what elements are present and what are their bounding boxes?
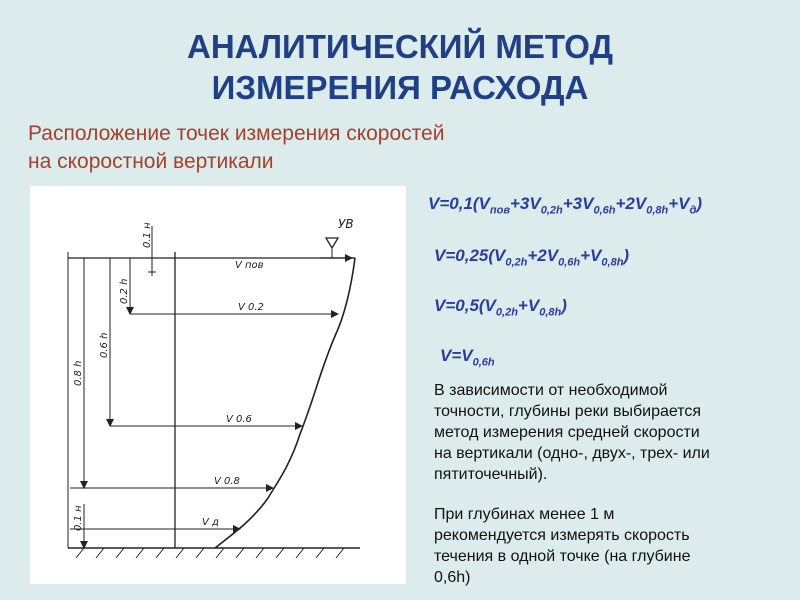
formula-five-point-sub-3: 0,6h bbox=[593, 204, 616, 217]
title-line-2: ИЗМЕРЕНИЯ РАСХОДА bbox=[211, 69, 589, 106]
note-2-line-3: течения в одной точке (на глубине bbox=[434, 548, 691, 565]
note-1-line-1: В зависимости от необходимой bbox=[434, 382, 668, 399]
velocity-label-bottom: V д bbox=[202, 517, 219, 528]
note-1-line-4: на вертикали (одно-, двух-, трех- или bbox=[434, 445, 710, 462]
title-line-1: АНАЛИТИЧЕСКИЙ МЕТОД bbox=[186, 28, 613, 65]
subtitle-line-2: на скоростной вертикали bbox=[28, 150, 274, 173]
note-2-line-1: При глубинах менее 1 м bbox=[434, 506, 615, 523]
formula-three-point-sub-3: 0,8h bbox=[601, 256, 624, 269]
formula-three-point-plus-2: +V bbox=[580, 246, 602, 265]
note-method-choice: В зависимости от необходимой точности, г… bbox=[434, 380, 784, 485]
formula-five-point-plus-4: +V bbox=[668, 194, 690, 213]
formula-two-point-plus-1: +V bbox=[517, 296, 540, 315]
formula-one-point-lhs: V=V bbox=[440, 346, 473, 365]
velocity-profile-curve bbox=[214, 257, 356, 549]
velocity-label-v02: V 0.2 bbox=[238, 302, 264, 313]
velocity-label-surface: V пов bbox=[235, 260, 264, 271]
slide-title: АНАЛИТИЧЕСКИЙ МЕТОД ИЗМЕРЕНИЯ РАСХОДА bbox=[0, 26, 800, 108]
formula-one-point: V=V0,6h bbox=[440, 346, 495, 368]
slide-subtitle: Расположение точек измерения скоростей н… bbox=[28, 120, 444, 176]
formula-three-point-end: ) bbox=[623, 246, 630, 265]
note-1-line-5: пятиточечный). bbox=[434, 466, 548, 483]
formula-two-point-end: ) bbox=[561, 296, 567, 315]
formula-three-point-sub-2: 0,6h bbox=[558, 256, 581, 269]
formula-five-point-sub-1: пов bbox=[489, 204, 510, 217]
note-1-line-3: метод измерения средней скорости bbox=[434, 424, 700, 441]
river-bed-hatching bbox=[75, 547, 345, 559]
depth-label-0.1h-top: 0.1 н bbox=[142, 222, 153, 248]
formula-five-point-lhs: V=0,1(V bbox=[428, 194, 490, 213]
formula-three-point-plus-1: +2V bbox=[527, 246, 559, 265]
formula-five-point-plus-1: +3V bbox=[510, 194, 541, 213]
formula-five-point-sub-5: д bbox=[689, 204, 697, 217]
note-2-line-4: 0,6h) bbox=[434, 569, 471, 586]
formula-two-point-lhs: V=0,5(V bbox=[434, 296, 496, 315]
formula-five-point-end: ) bbox=[696, 194, 703, 213]
velocity-vertical-diagram: УВ 0.1 н 0.2 h 0.6 h 0.8 h 0.1 н bbox=[30, 186, 406, 584]
subtitle-line-1: Расположение точек измерения скоростей bbox=[28, 122, 445, 145]
note-2-line-2: рекомендуется измерять скорость bbox=[434, 527, 690, 544]
formula-two-point-sub-1: 0,2h bbox=[495, 306, 518, 319]
water-level-marker bbox=[324, 237, 340, 250]
formula-three-point-lhs: V=0,25(V bbox=[434, 246, 506, 265]
velocity-label-v08: V 0.8 bbox=[214, 476, 240, 487]
formula-two-point: V=0,5(V0,2h+V0,8h) bbox=[434, 296, 567, 318]
dim-0.1h-top-ticks bbox=[148, 257, 156, 273]
formula-five-point-plus-2: +3V bbox=[562, 194, 594, 213]
note-1-line-2: точности, глубины реки выбирается bbox=[434, 403, 702, 420]
depth-label-0.6h: 0.6 h bbox=[99, 333, 110, 358]
depth-label-0.8h: 0.8 h bbox=[73, 361, 84, 386]
formula-five-point-sub-4: 0,8h bbox=[646, 204, 669, 217]
depth-label-0.1h-bottom: 0.1 н bbox=[73, 505, 84, 531]
formula-five-point-sub-2: 0,2h bbox=[540, 204, 563, 217]
note-shallow-depth: При глубинах менее 1 м рекомендуется изм… bbox=[434, 504, 784, 588]
water-level-label: УВ bbox=[338, 217, 354, 231]
formula-one-point-sub-1: 0,6h bbox=[472, 356, 495, 369]
formula-three-point-sub-1: 0,2h bbox=[505, 256, 528, 269]
formula-two-point-sub-2: 0,8h bbox=[539, 306, 562, 319]
velocity-label-v06: V 0.6 bbox=[226, 414, 252, 425]
depth-label-0.2h: 0.2 h bbox=[119, 279, 130, 304]
diagram-svg: УВ 0.1 н 0.2 h 0.6 h 0.8 h 0.1 н bbox=[67, 217, 360, 559]
formula-five-point-plus-3: +2V bbox=[615, 194, 647, 213]
formula-three-point: V=0,25(V0,2h+2V0,6h+V0,8h) bbox=[434, 246, 629, 268]
formula-five-point: V=0,1(Vпов+3V0,2h+3V0,6h+2V0,8h+Vд) bbox=[428, 194, 702, 216]
